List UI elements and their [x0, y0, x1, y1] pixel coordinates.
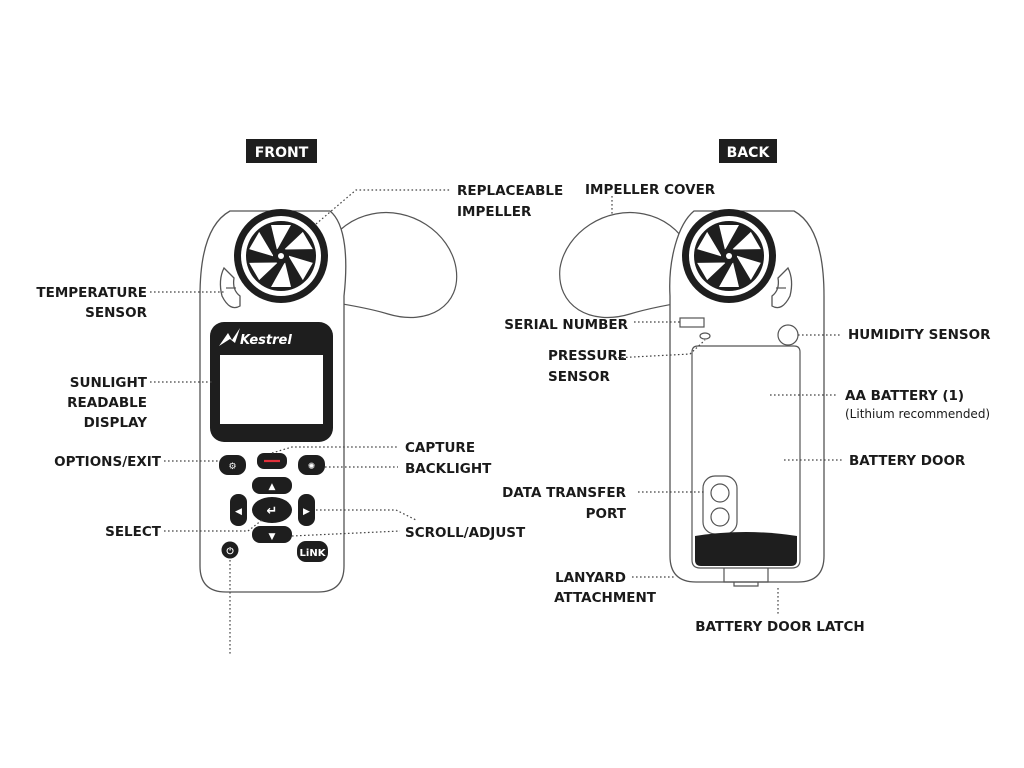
label-temperature-sensor-2: SENSOR: [85, 305, 147, 321]
label-battery-note: (Lithium recommended): [845, 407, 990, 421]
arrow-left-icon: ◀: [235, 507, 242, 517]
front-impeller-icon: [234, 209, 328, 303]
scroll-up-button[interactable]: [252, 477, 292, 494]
label-battery-door-latch: BATTERY DOOR LATCH: [695, 619, 864, 635]
label-replaceable-impeller-2: IMPELLER: [457, 204, 532, 220]
label-backlight: BACKLIGHT: [405, 461, 492, 477]
label-display-2: READABLE: [67, 395, 147, 411]
back-header-bg: [719, 139, 777, 163]
label-display: SUNLIGHT: [70, 375, 148, 391]
arrow-right-icon: ▶: [303, 507, 310, 517]
options-exit-button[interactable]: [219, 455, 246, 475]
brand-logo: Kestrel: [240, 333, 292, 348]
port-connector-bottom-icon: [710, 507, 730, 527]
label-capture: CAPTURE: [405, 440, 475, 456]
label-select: SELECT: [105, 524, 162, 540]
back-view: BACK: [502, 139, 991, 635]
label-pressure-sensor: PRESSURE: [548, 348, 627, 364]
label-data-transfer-port: DATA TRANSFER: [502, 485, 626, 501]
link-button-label: LiNK: [300, 548, 327, 559]
power-button[interactable]: [221, 541, 239, 559]
display-screen: [220, 355, 323, 424]
label-serial-number: SERIAL NUMBER: [504, 317, 628, 333]
back-impeller-icon: [682, 209, 776, 303]
label-lanyard-attachment: LANYARD: [555, 570, 626, 586]
label-scroll-adjust: SCROLL/ADJUST: [405, 525, 526, 541]
label-replaceable-impeller: REPLACEABLE: [457, 183, 563, 199]
scroll-down-button[interactable]: [252, 526, 292, 543]
label-options-exit: OPTIONS/EXIT: [54, 454, 162, 470]
battery-door-latch[interactable]: [723, 568, 769, 583]
pressure-sensor-port: [699, 332, 711, 340]
label-pressure-sensor-2: SENSOR: [548, 369, 610, 385]
enter-icon: ↵: [267, 504, 278, 519]
port-connector-top-icon: [710, 483, 730, 503]
label-humidity-sensor: HUMIDITY SENSOR: [848, 327, 991, 343]
battery-door: [691, 345, 801, 569]
front-header-bg: [246, 139, 317, 163]
light-bulb-icon: ✺: [308, 462, 316, 472]
link-button[interactable]: [297, 541, 328, 562]
label-data-transfer-port-2: PORT: [586, 506, 627, 522]
label-temperature-sensor: TEMPERATURE: [36, 285, 147, 301]
label-lanyard-attachment-2: ATTACHMENT: [554, 590, 657, 606]
arrow-down-icon: ▼: [269, 532, 276, 542]
backlight-button[interactable]: [298, 455, 325, 475]
label-display-3: DISPLAY: [84, 415, 148, 431]
arrow-up-icon: ▲: [269, 482, 276, 492]
kestrel-bird-icon: [219, 328, 240, 346]
front-view: FRONT Kestrel ⚙ ✺ ▲ ◀ ▶ ↵: [36, 139, 563, 656]
serial-number-plate: [679, 317, 705, 328]
select-button[interactable]: [252, 497, 292, 523]
label-aa-battery: AA BATTERY (1): [845, 388, 964, 404]
front-header: FRONT: [255, 145, 309, 161]
power-icon: ⏻: [226, 546, 234, 557]
label-battery-door: BATTERY DOOR: [849, 453, 966, 469]
gear-icon: ⚙: [228, 462, 236, 472]
scroll-left-button[interactable]: [230, 494, 247, 526]
back-header: BACK: [727, 145, 771, 161]
label-impeller-cover: IMPELLER COVER: [585, 182, 716, 198]
scroll-right-button[interactable]: [298, 494, 315, 526]
battery-door-grip: [695, 532, 797, 566]
